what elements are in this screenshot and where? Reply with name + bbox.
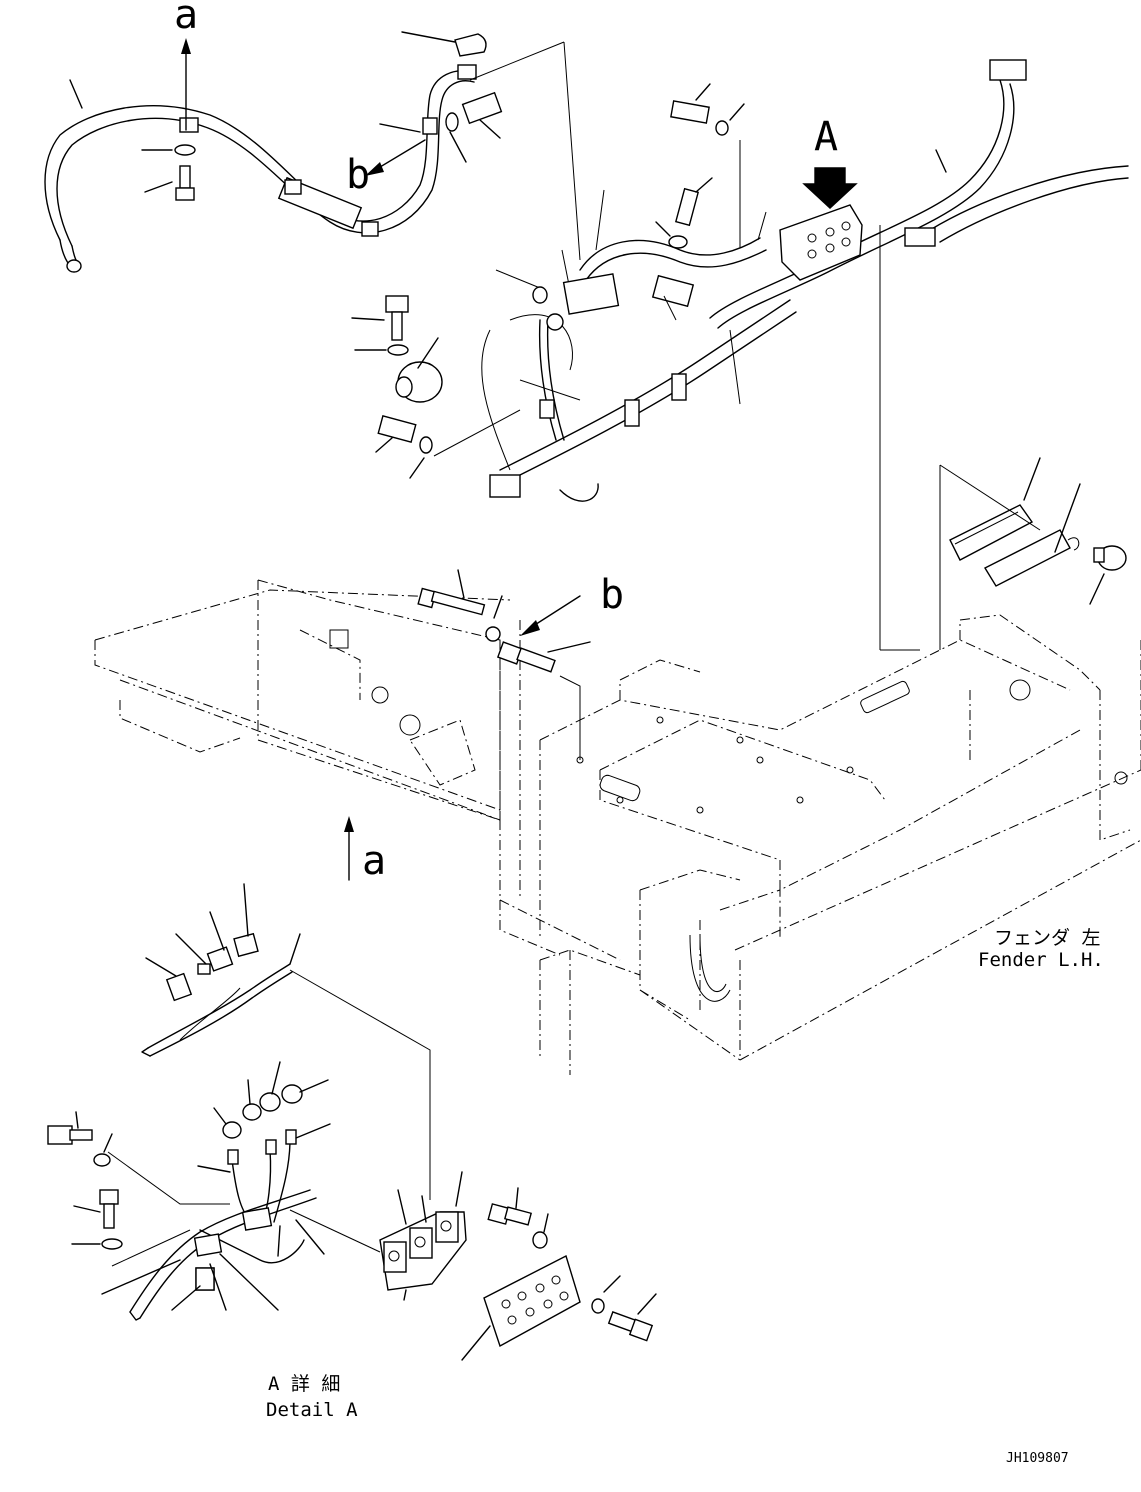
frame (94, 579, 1141, 1075)
label-a-bottom: a (362, 838, 386, 884)
label-b-left: b (346, 152, 370, 198)
label-a-top: a (174, 0, 198, 38)
label-b-right: b (600, 572, 624, 618)
detail-a-lower (47, 1061, 657, 1361)
detail-label-en: Detail A (266, 1399, 358, 1421)
detail-label-jp: A 詳 細 (268, 1373, 340, 1395)
relay-block: A (779, 114, 863, 281)
inspection-cover (939, 457, 1127, 650)
harness-left (44, 31, 487, 273)
drawing-number: JH109807 (1006, 1451, 1069, 1466)
harness-right (709, 59, 1129, 329)
clamp-b: b (417, 569, 624, 760)
fender-label-en: Fender L.H. (978, 949, 1104, 971)
horn-part (351, 295, 521, 479)
label-big-a: A (814, 114, 838, 160)
fender-label: フェンダ 左 Fender L.H. (978, 927, 1104, 971)
arrow-a-bottom: a (344, 816, 386, 884)
harness-middle (481, 189, 797, 502)
arrow-b-left: b (346, 139, 426, 198)
arrow-a-top: a (174, 0, 198, 131)
leader-lines-top (469, 41, 920, 651)
detail-a-upper-harness (141, 883, 431, 1200)
bolt-group-top-middle (379, 83, 745, 249)
fender-label-jp: フェンダ 左 (994, 927, 1100, 949)
detail-a-label: A 詳 細 Detail A (266, 1373, 358, 1421)
bolt-group-top-left (69, 79, 196, 201)
